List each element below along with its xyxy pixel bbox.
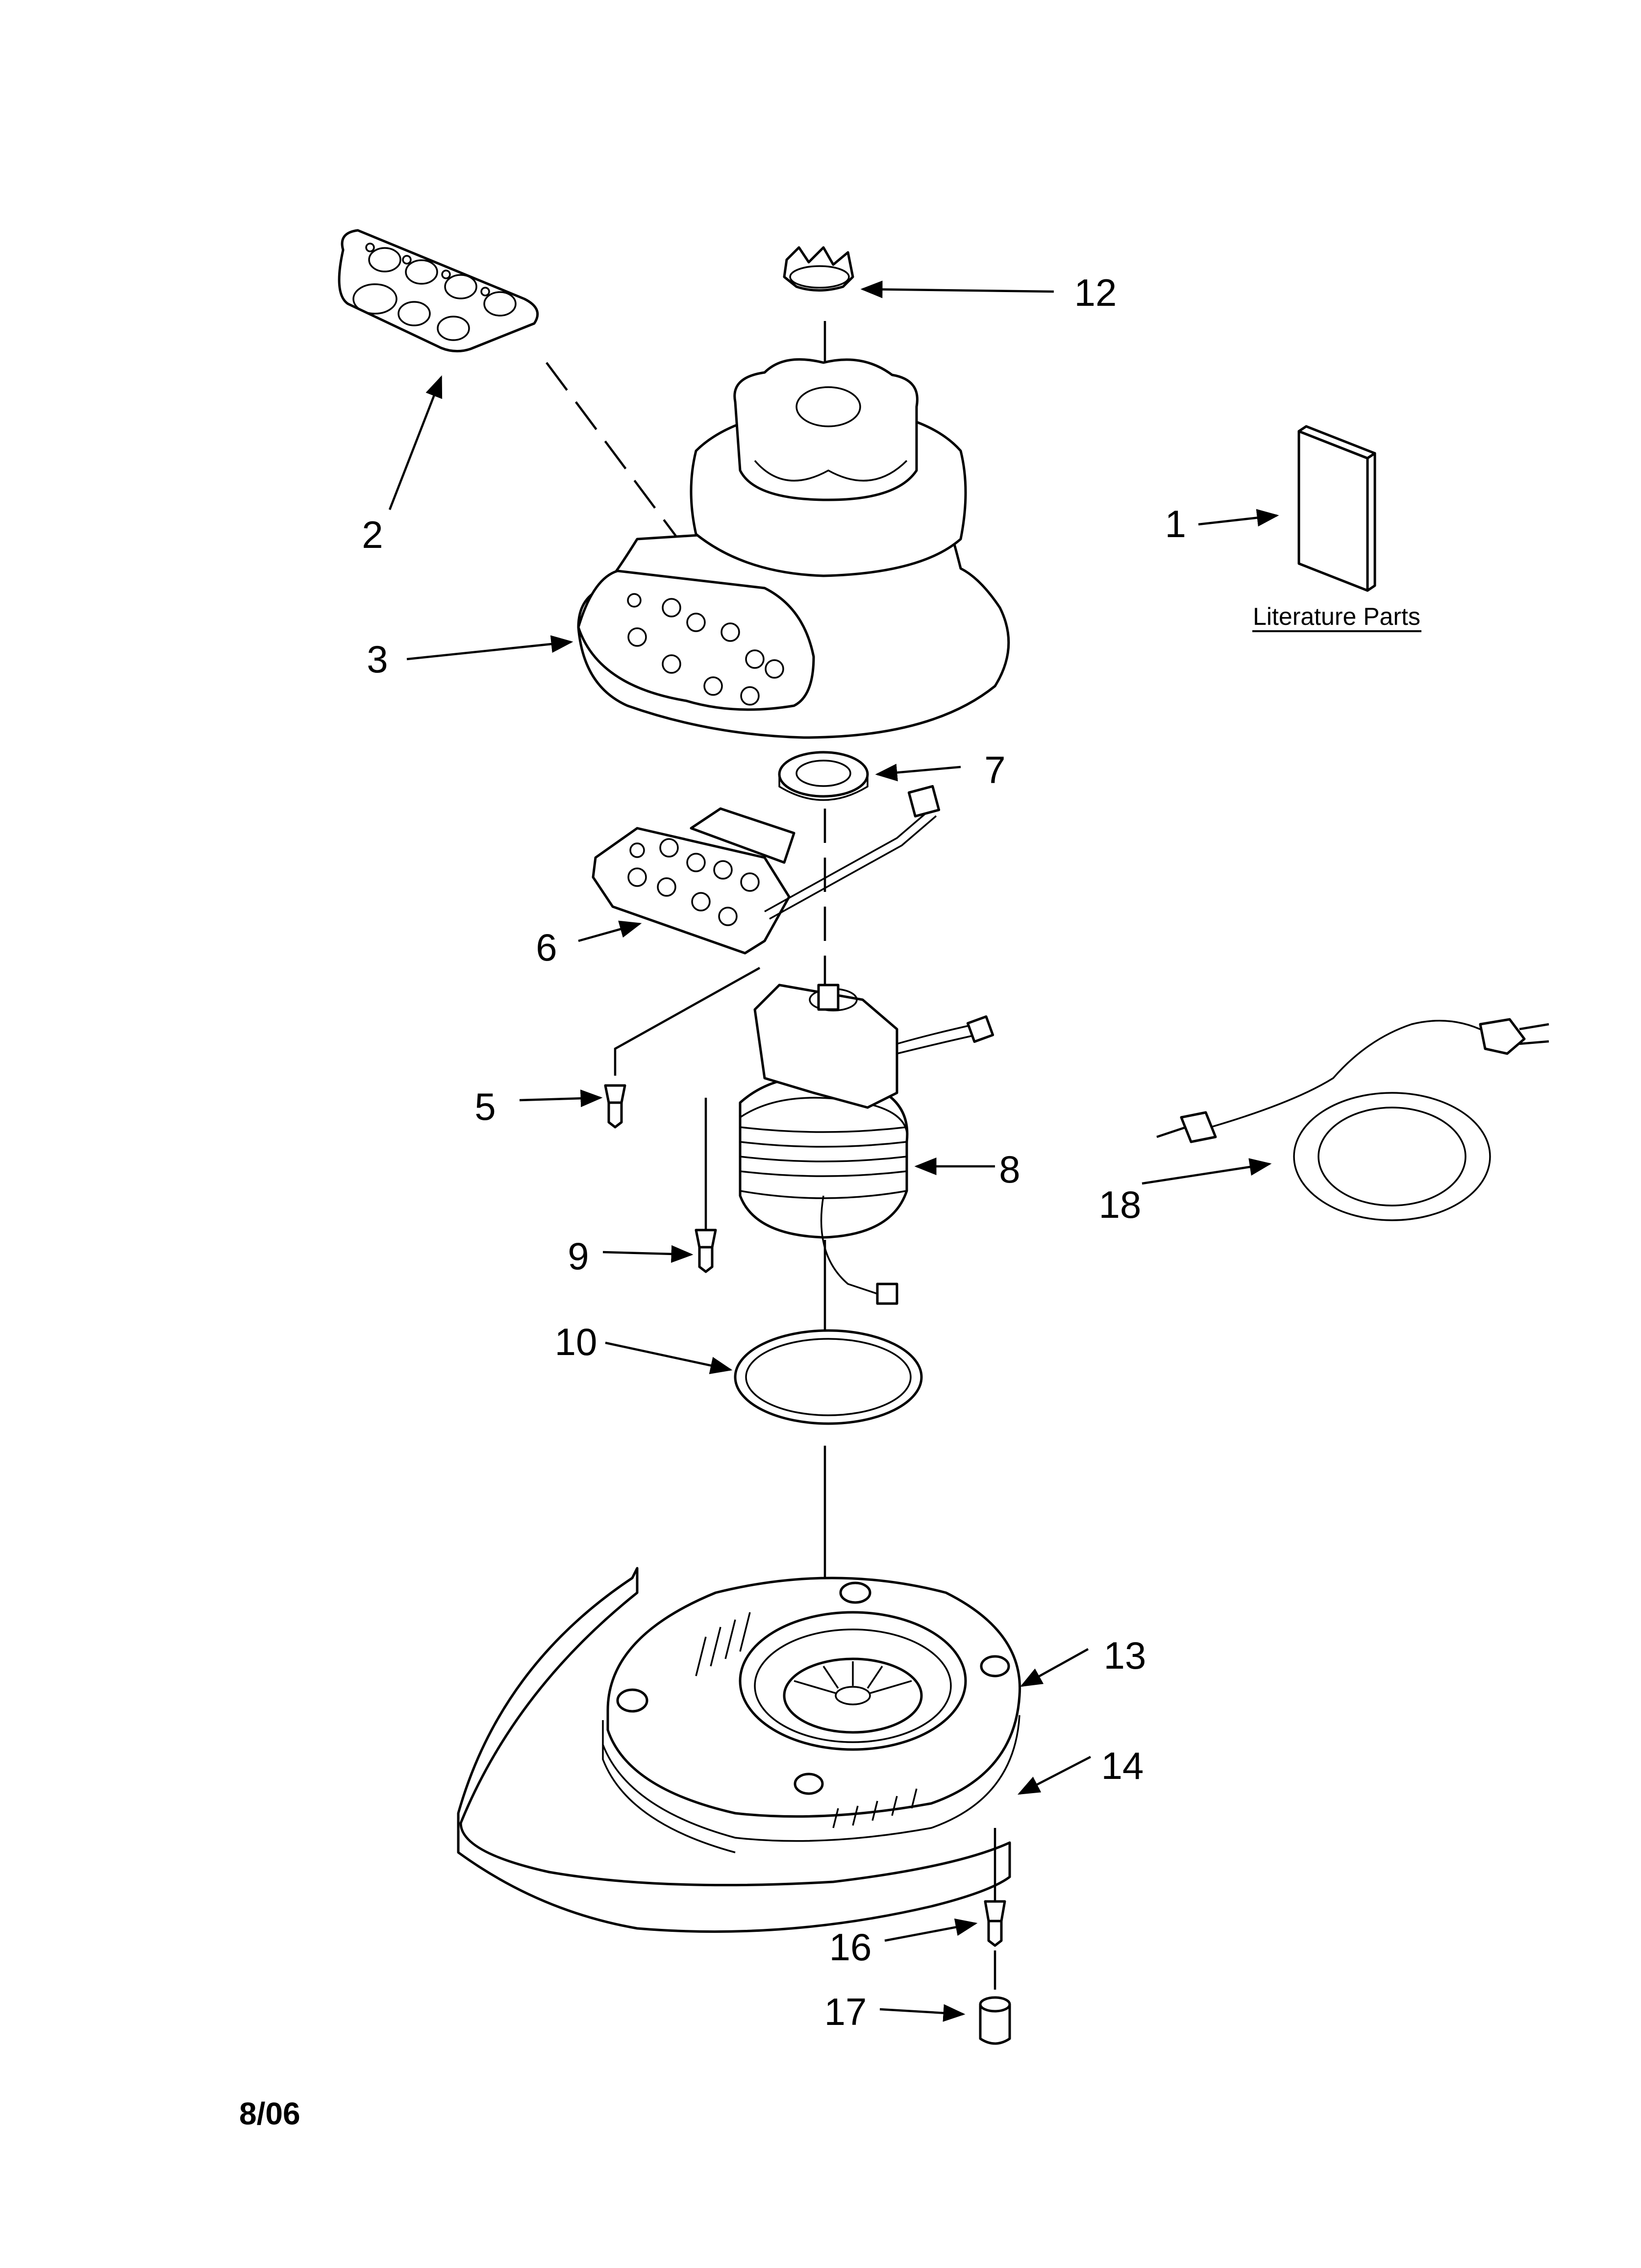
callout-7: 7 — [984, 748, 1005, 791]
keypad-overlay-part — [338, 229, 539, 352]
callout-12: 12 — [1074, 271, 1117, 314]
callout-9: 9 — [568, 1234, 589, 1278]
callout-13: 13 — [1104, 1634, 1146, 1677]
callout-2: 2 — [362, 513, 383, 556]
motor-screw-part — [695, 1229, 717, 1273]
washer-part — [778, 751, 869, 801]
power-cord-part — [1156, 1018, 1549, 1221]
callout-6: 6 — [536, 926, 557, 969]
control-board-part — [592, 785, 941, 955]
bottom-housing-part — [602, 1577, 1021, 1853]
overlay-leader-line — [546, 362, 785, 682]
motor-part — [739, 984, 995, 1305]
callout-arrows — [388, 280, 1279, 2022]
rubber-foot-part — [979, 1996, 1011, 2045]
screw-leader-line — [614, 967, 761, 1076]
callout-18: 18 — [1099, 1183, 1142, 1226]
drive-coupling-part — [783, 246, 854, 292]
foot-screw-part — [984, 1900, 1006, 1947]
callout-16: 16 — [829, 1925, 872, 1969]
literature-parts-label: Literature Parts — [1253, 603, 1420, 630]
gasket-ring-part — [734, 1329, 923, 1425]
literature-part — [1297, 425, 1376, 592]
callout-10: 10 — [555, 1320, 597, 1363]
callout-8: 8 — [999, 1148, 1020, 1191]
date-code: 8/06 — [239, 2096, 300, 2131]
trim-band-part — [457, 1567, 1011, 1933]
callout-1: 1 — [1165, 502, 1186, 545]
callout-17: 17 — [824, 1990, 867, 2033]
callout-14: 14 — [1101, 1744, 1144, 1787]
base-housing-part — [577, 358, 1010, 739]
callout-3: 3 — [367, 638, 388, 681]
board-screw-part — [604, 1084, 626, 1129]
callout-5: 5 — [474, 1085, 496, 1128]
